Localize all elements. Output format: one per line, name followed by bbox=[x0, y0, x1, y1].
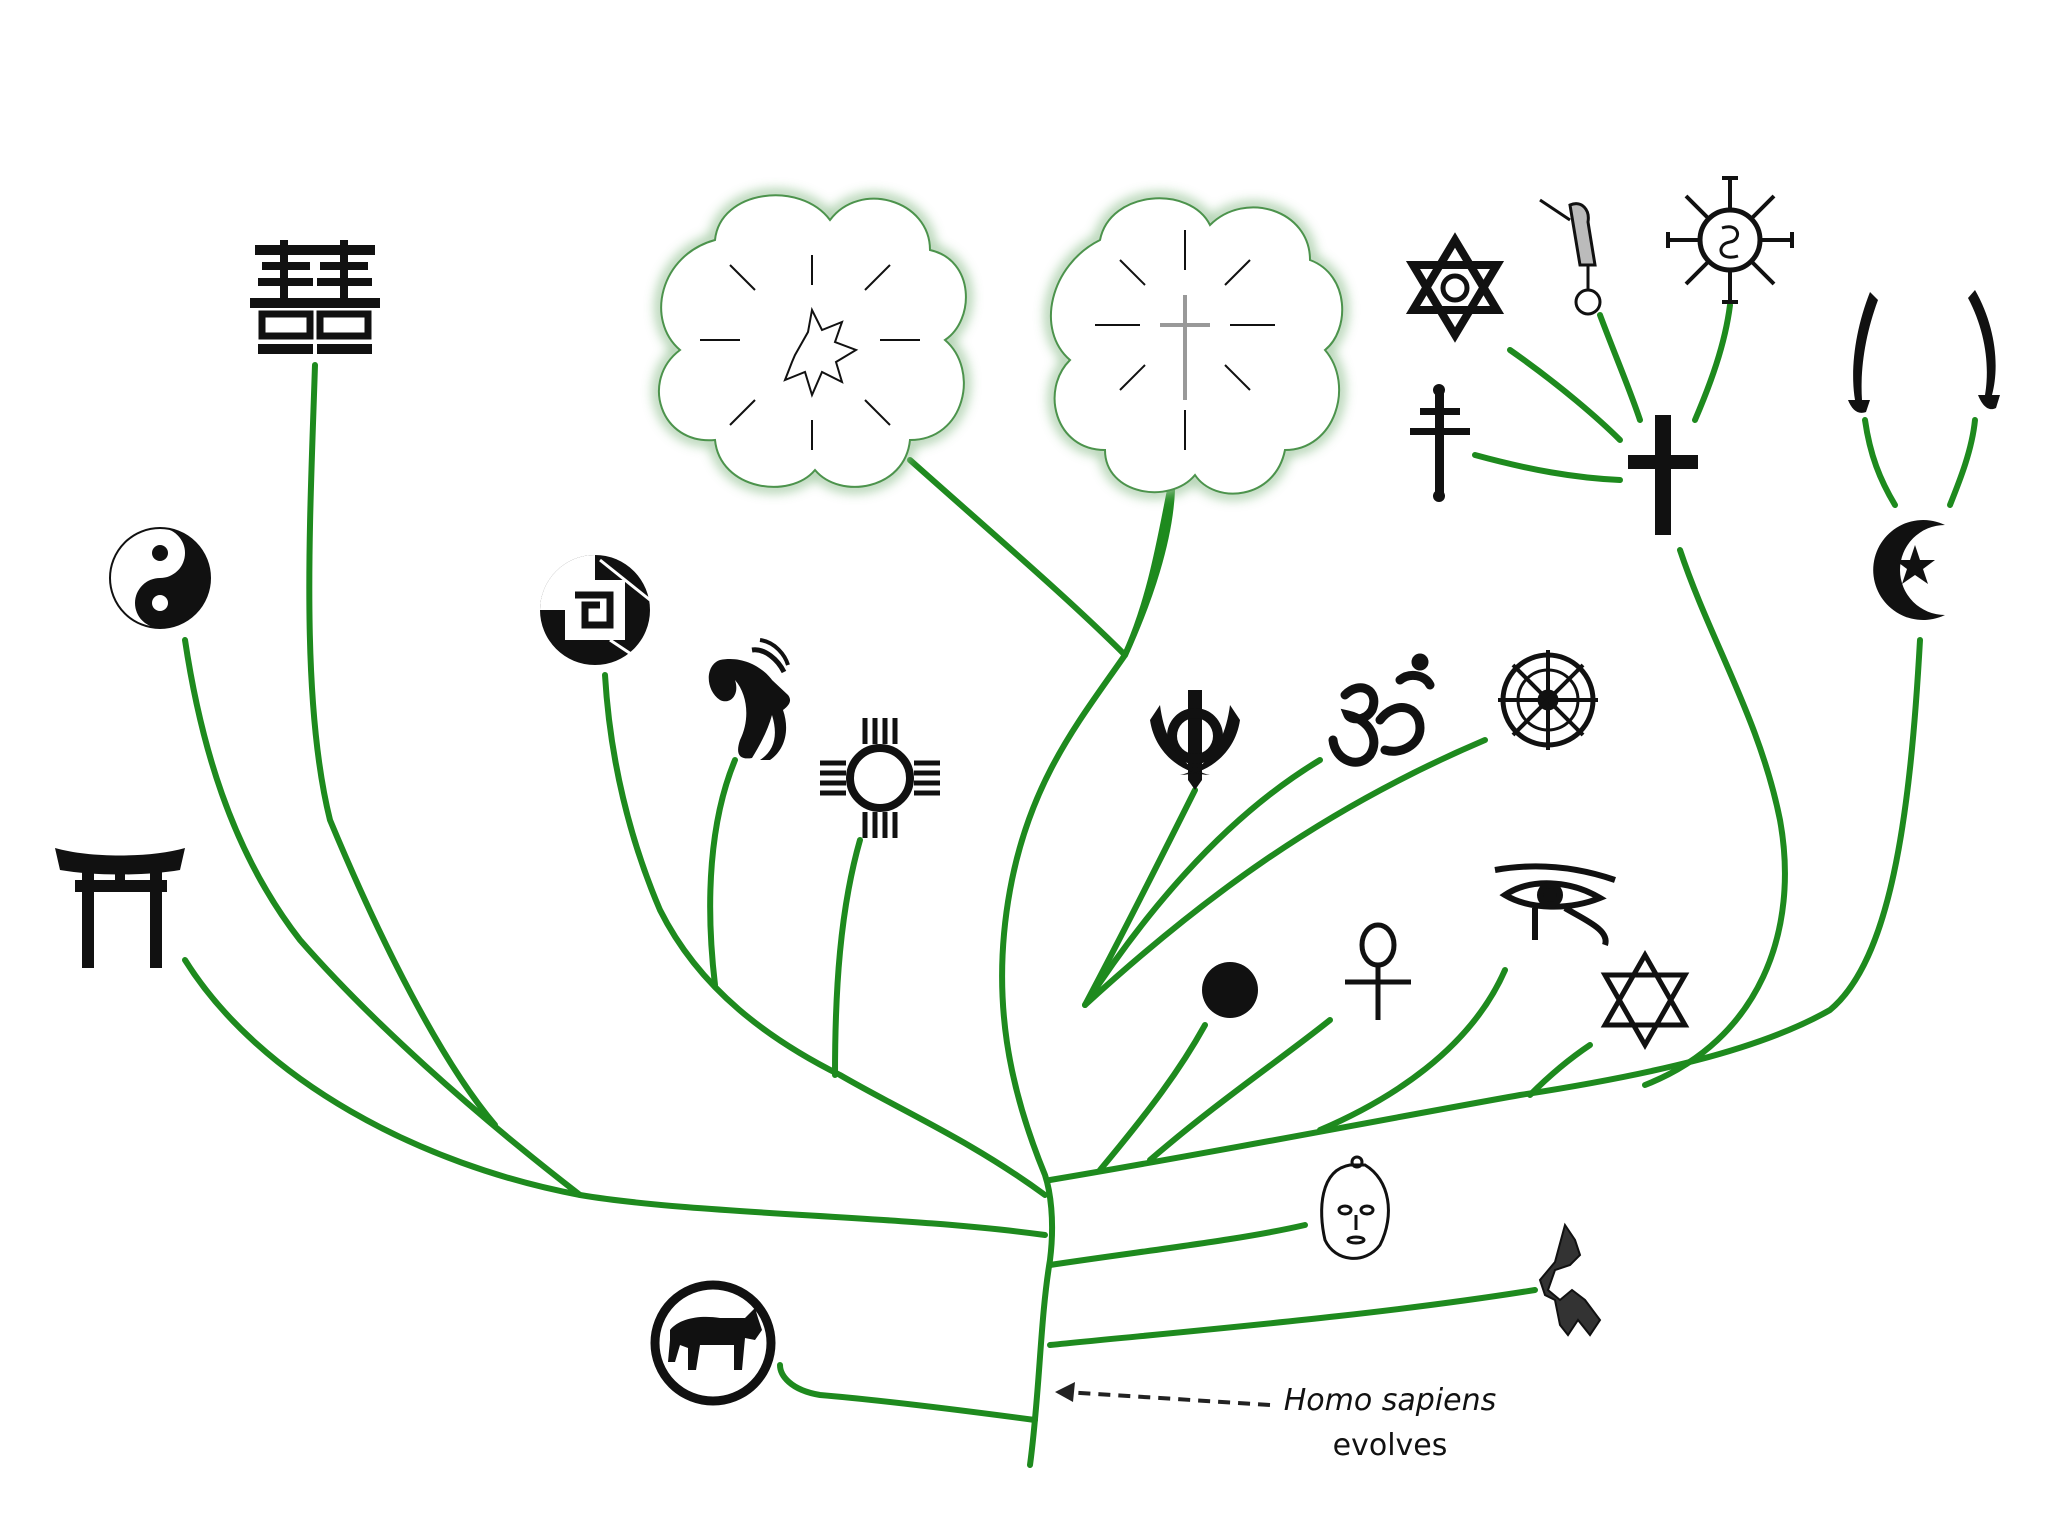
branch-eye-of-horus bbox=[1320, 970, 1505, 1130]
branch-lorraine bbox=[1475, 455, 1620, 480]
zia-sun-icon bbox=[820, 718, 940, 838]
double-happiness-icon bbox=[250, 240, 380, 354]
branch-triple-moon bbox=[1100, 1025, 1205, 1170]
branch-venus bbox=[1050, 1225, 1305, 1265]
annotation-line-2: evolves bbox=[1333, 1428, 1448, 1463]
om-icon bbox=[1333, 658, 1430, 762]
branch-yin-yang bbox=[185, 640, 580, 1195]
hunab-ku-icon bbox=[540, 555, 650, 665]
starburst-cloud-icon bbox=[659, 195, 966, 487]
tree-branches bbox=[185, 305, 1975, 1465]
dashed-arrow bbox=[1065, 1392, 1270, 1405]
branch-om bbox=[1085, 760, 1320, 1005]
kokopelli-icon bbox=[709, 640, 790, 760]
branch-ankh bbox=[1150, 1020, 1330, 1160]
dharma-wheel-icon bbox=[1498, 650, 1598, 750]
sunwheel-icon bbox=[1668, 178, 1792, 302]
trunk bbox=[1002, 490, 1170, 1465]
crescent-star-icon bbox=[1873, 520, 1945, 620]
branch-left-main bbox=[185, 960, 1045, 1235]
torii-icon bbox=[55, 848, 185, 968]
triple-moon-icon bbox=[1170, 962, 1290, 1018]
star-of-david-icon bbox=[1605, 955, 1685, 1045]
yin-yang-icon bbox=[110, 528, 210, 628]
cross-of-lorraine-icon bbox=[1410, 384, 1470, 502]
branch-double-happiness bbox=[309, 365, 495, 1125]
branch-shaman bbox=[1050, 1290, 1535, 1345]
ankh-icon bbox=[1345, 925, 1411, 1020]
cross-starburst-cloud-icon bbox=[1051, 198, 1342, 493]
annotation-line-1: Homo sapiens bbox=[1284, 1383, 1497, 1418]
branch-animal bbox=[780, 1365, 1035, 1420]
branch-sunwheel bbox=[1695, 305, 1730, 420]
branch-sword-right bbox=[1950, 420, 1975, 505]
sword-right-icon bbox=[1968, 290, 2000, 409]
branch-meso-main bbox=[605, 675, 1045, 1195]
branch-sword-left bbox=[1865, 420, 1895, 505]
branch-zia bbox=[835, 840, 860, 1075]
branch-interlaced-star bbox=[1510, 350, 1620, 440]
eye-of-horus-icon bbox=[1495, 866, 1615, 945]
branch-moroni bbox=[1600, 315, 1640, 420]
venus-figure-icon bbox=[1322, 1157, 1389, 1258]
angel-moroni-icon bbox=[1540, 200, 1600, 314]
khanda-icon bbox=[1150, 690, 1240, 790]
animal-circle-icon bbox=[655, 1285, 771, 1401]
sword-left-icon bbox=[1848, 292, 1878, 413]
branch-starburst-cloud bbox=[910, 460, 1125, 655]
homo-sapiens-annotation: Homo sapiens evolves bbox=[1055, 1382, 1496, 1463]
branch-kokopelli bbox=[710, 760, 735, 985]
star-of-david-interlaced-icon bbox=[1413, 240, 1497, 335]
branch-khanda bbox=[1085, 790, 1195, 1005]
shaman-figure-icon bbox=[1540, 1225, 1600, 1335]
arrow-head bbox=[1055, 1382, 1075, 1402]
latin-cross-icon bbox=[1628, 415, 1698, 535]
